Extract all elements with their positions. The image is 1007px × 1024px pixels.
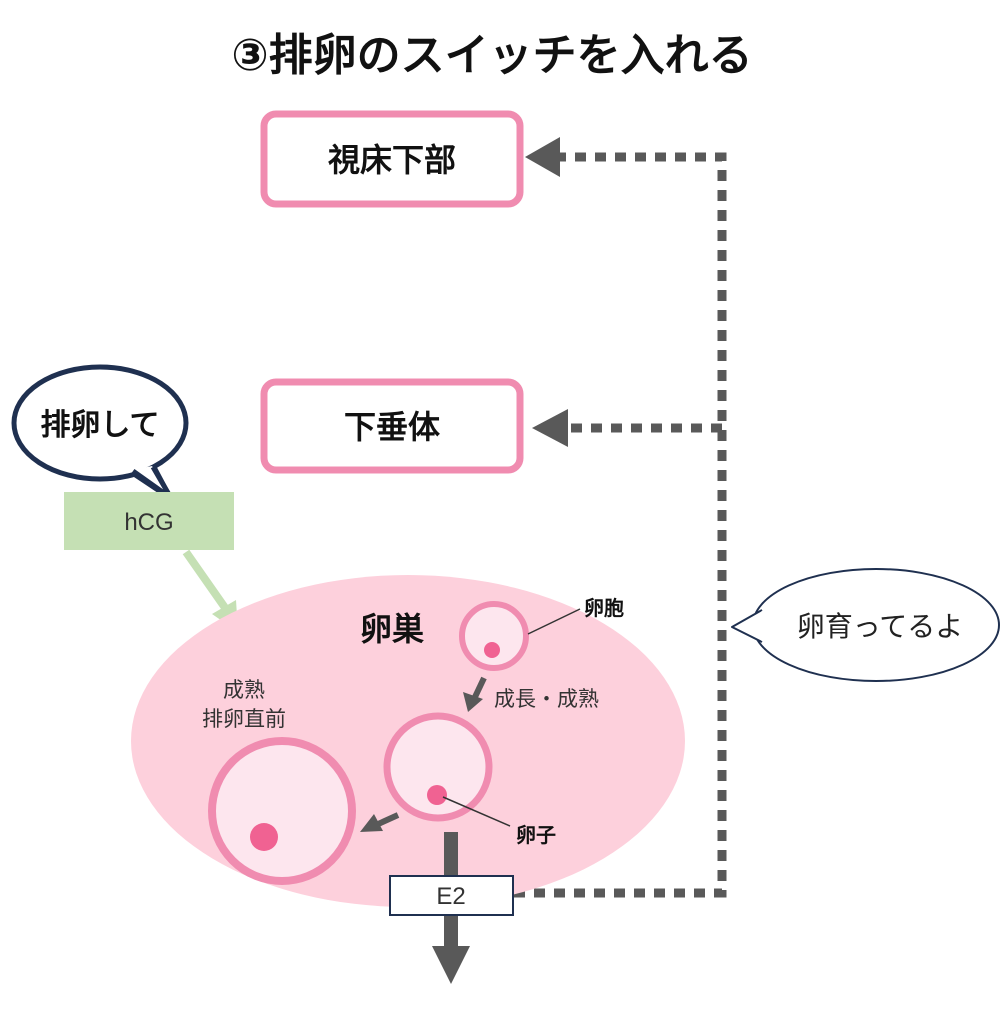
e2-label: E2	[436, 883, 465, 910]
speech-ovulate-text: 排卵して	[40, 408, 159, 443]
arrowhead-to-pituitary	[532, 409, 568, 447]
speech-growing-text: 卵育ってるよ	[797, 610, 964, 643]
pituitary-label: 下垂体	[344, 408, 440, 446]
ovary-title: 卵巣	[360, 610, 424, 648]
maturation-arrow	[360, 812, 400, 832]
hypothalamus-box: 視床下部	[260, 110, 524, 208]
small-follicle	[459, 601, 529, 671]
growth-label: 成長・成熟	[494, 687, 599, 711]
page-title: ③排卵のスイッチを入れる	[231, 30, 752, 81]
speech-bubble-ovulate: 排卵して	[11, 364, 189, 502]
follicle-label: 卵胞	[584, 596, 624, 620]
arrowhead-to-hypothalamus	[525, 137, 560, 177]
e2-feedback-path	[514, 137, 727, 898]
growth-arrow	[463, 676, 487, 712]
hypothalamus-label: 視床下部	[328, 141, 456, 179]
medium-follicle	[383, 712, 493, 822]
egg-pointer-line	[442, 796, 511, 827]
hcg-box: hCG	[64, 492, 234, 550]
follicle-pointer-line	[527, 608, 581, 635]
mature-label-line1: 成熟	[223, 678, 265, 702]
egg-label: 卵子	[516, 823, 556, 847]
medium-egg-dot	[427, 785, 447, 805]
small-egg-dot	[484, 642, 500, 658]
pituitary-box: 下垂体	[260, 378, 524, 474]
speech-bubble-growing: 卵育ってるよ	[731, 568, 1000, 682]
mature-label-line2: 排卵直前	[202, 707, 286, 731]
e2-box: E2	[389, 875, 514, 916]
mature-follicle	[208, 737, 356, 885]
mature-egg-dot	[250, 823, 278, 851]
hcg-label: hCG	[124, 509, 173, 536]
